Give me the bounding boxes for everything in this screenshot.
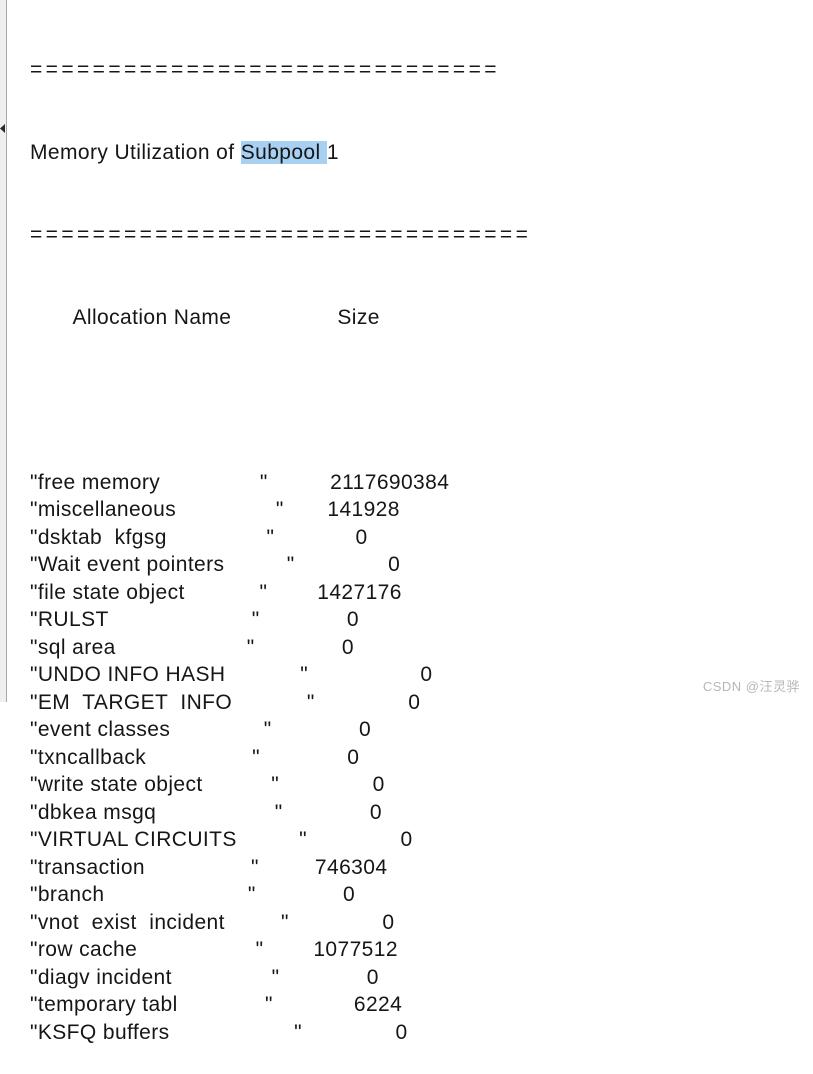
table-row: "transaction " 746304	[30, 855, 388, 879]
table-row: "row cache " 1077512	[30, 938, 398, 961]
table-row: "diagv incident " 0	[30, 965, 379, 989]
table-row: "vnot exist incident " 0	[30, 910, 395, 934]
column-headers: Allocation Name Size	[30, 305, 380, 329]
table-row: "UNDO INFO HASH " 0	[30, 663, 433, 686]
title-prefix: Memory Utilization of	[30, 140, 241, 164]
table-row: "txncallback " 0	[30, 745, 360, 769]
table-row: "temporary tabl " 6224	[30, 993, 403, 1016]
table-row: "event classes " 0	[30, 718, 372, 741]
table-row: "EM TARGET INFO " 0	[30, 690, 421, 714]
title-selected-text: Subpool	[240, 140, 327, 164]
table-row: "free memory " 2117690384	[30, 470, 450, 494]
table-row-partial: "KSFQ buffers " 0	[30, 1020, 408, 1044]
blank-line	[30, 386, 813, 414]
console-output: ============================== Memory Ut…	[8, 1, 813, 1074]
left-gutter	[0, 0, 7, 702]
separator-top: ==============================	[30, 58, 500, 81]
table-row: "write state object " 0	[30, 773, 385, 796]
title-suffix: 1	[326, 140, 339, 164]
gutter-arrow-marker	[0, 124, 5, 133]
table-row: "dsktab kfgsg " 0	[30, 525, 368, 549]
table-row: "VIRTUAL CIRCUITS " 0	[30, 828, 413, 851]
table-row: "branch " 0	[30, 883, 356, 906]
table-row: "dbkea msgq " 0	[30, 800, 382, 824]
table-row: "file state object " 1427176	[30, 580, 402, 604]
table-row: "RULST " 0	[30, 608, 359, 631]
report-title: Memory Utilization of Subpool 1	[30, 139, 813, 167]
csdn-watermark: CSDN @汪灵骅	[702, 679, 800, 694]
table-row: "Wait event pointers " 0	[30, 553, 401, 576]
separator-bottom: ================================	[30, 223, 532, 246]
allocation-table: "free memory " 2117690384 "miscellaneous …	[30, 469, 813, 1047]
table-row: "miscellaneous " 141928	[30, 498, 400, 521]
table-row: "sql area " 0	[30, 635, 354, 659]
